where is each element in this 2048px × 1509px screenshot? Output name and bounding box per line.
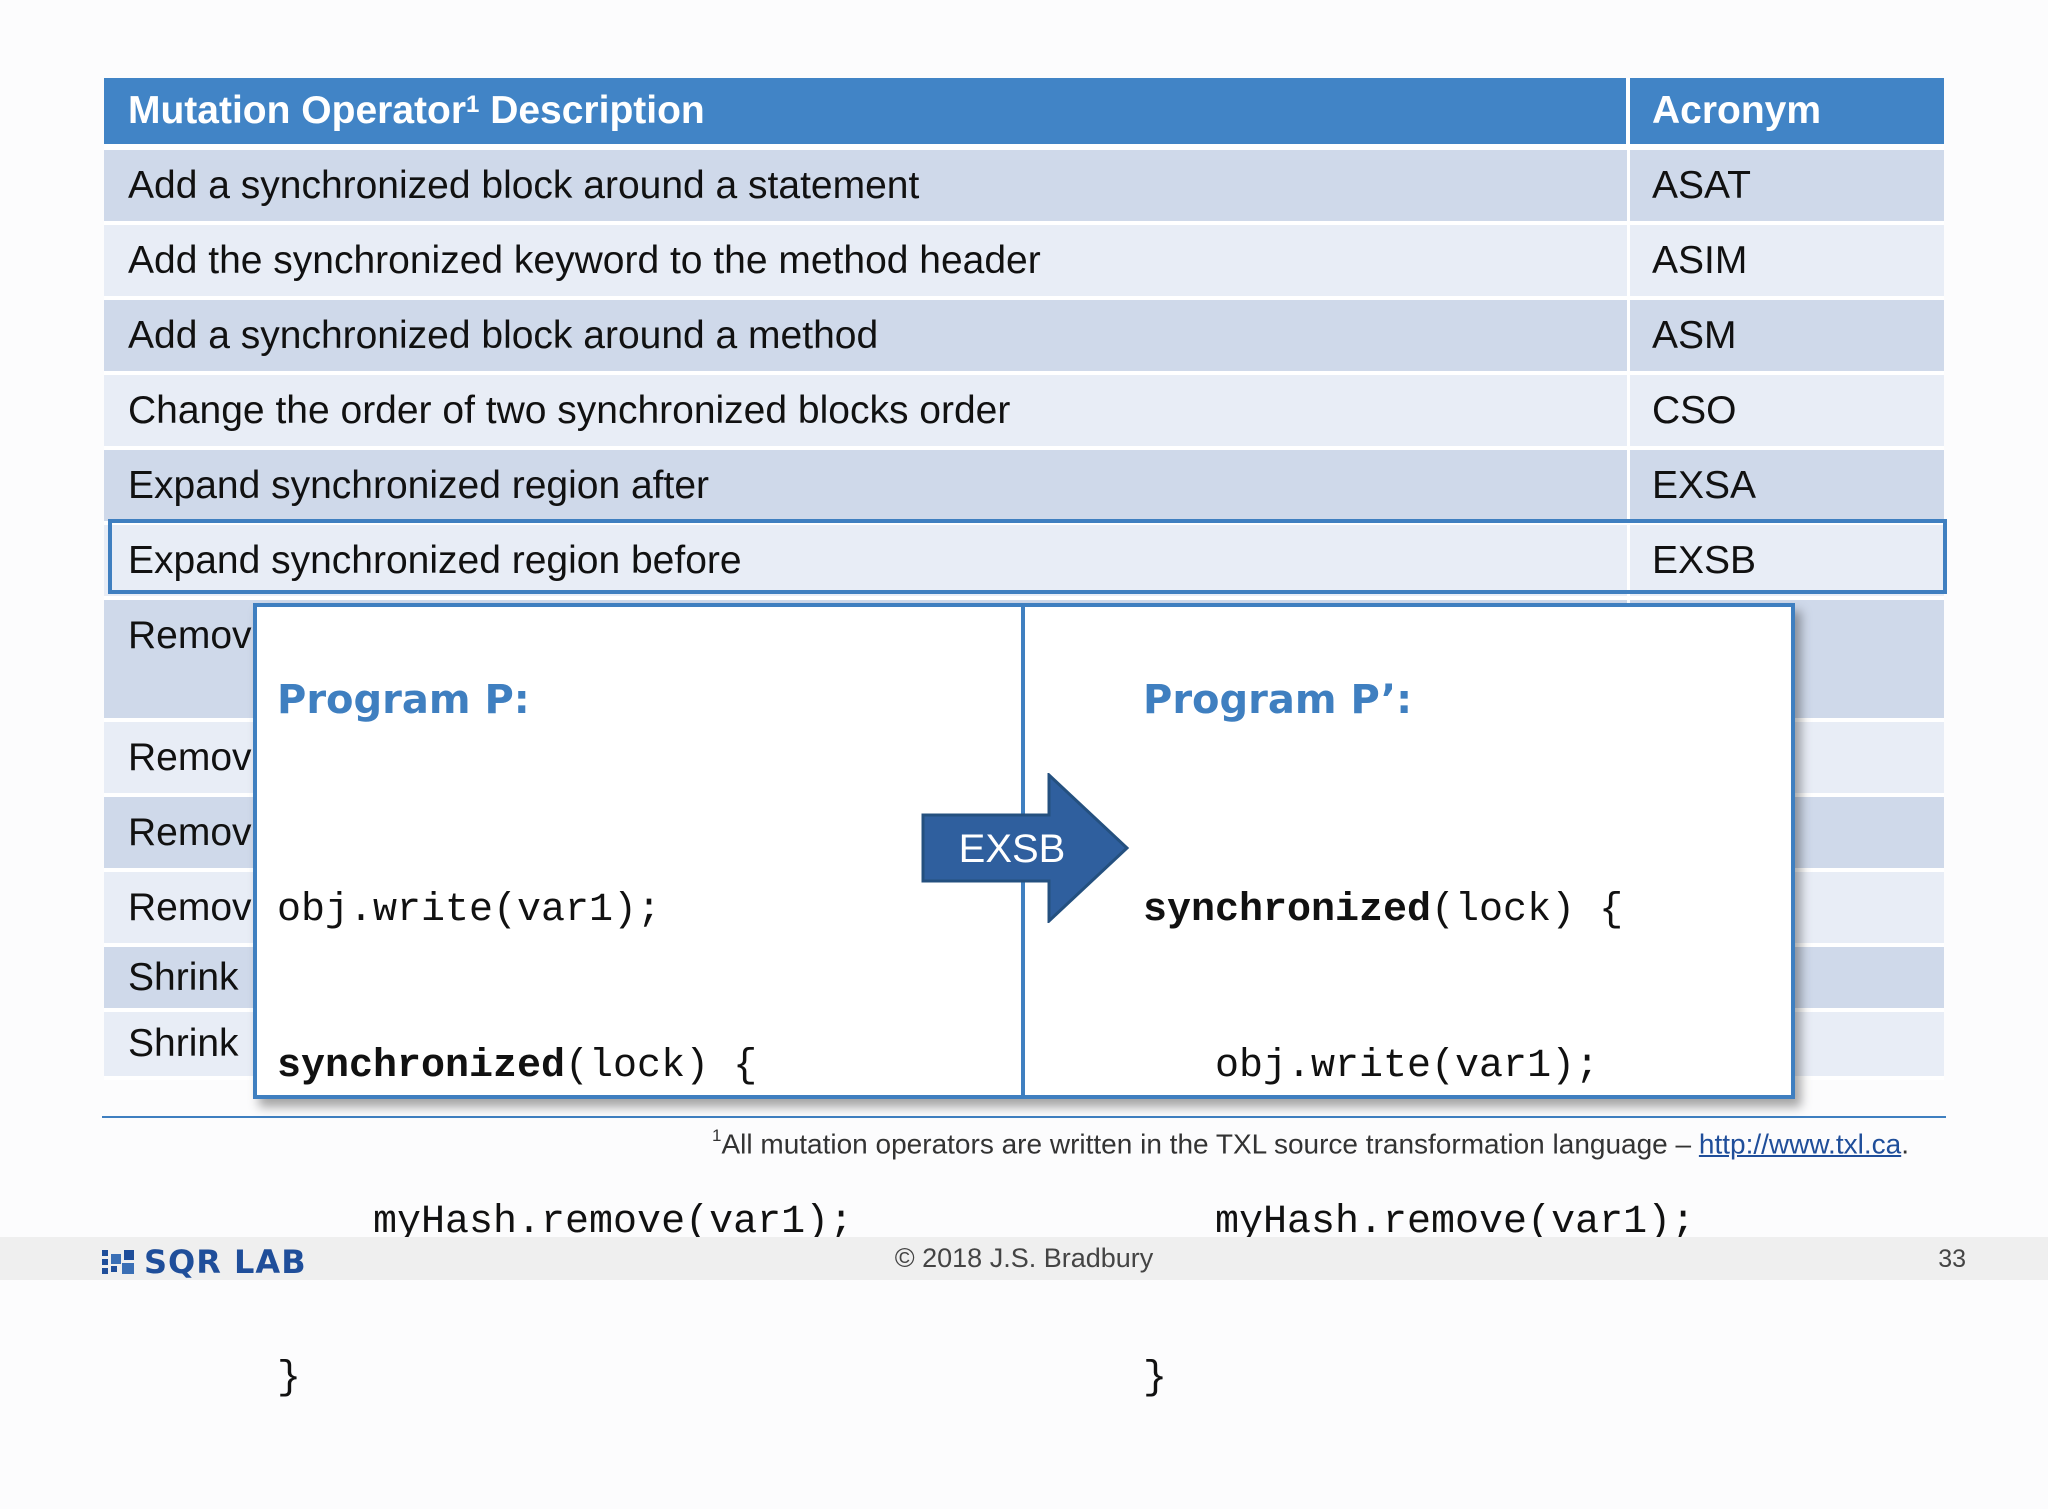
table-row: Expand synchronized region after EXSA <box>104 450 1944 525</box>
operator-description: Add a synchronized block around a statem… <box>104 150 1630 221</box>
acronym-column-header: Acronym <box>1652 89 1822 132</box>
arrow-label: EXSB <box>958 827 1066 871</box>
code-line: obj.write(var1); <box>1143 1044 1600 1089</box>
footnote-divider <box>102 1116 1946 1118</box>
copyright-text: © 2018 J.S. Bradbury <box>894 1243 1154 1273</box>
sqr-lab-logo: SQR LAB <box>102 1243 307 1281</box>
page-number: 33 <box>1938 1245 1966 1273</box>
footnote: 1All mutation operators are written in t… <box>712 1126 1909 1160</box>
operator-description: Shrink <box>104 947 1630 1008</box>
operator-description: Expand synchronized region after <box>104 450 1630 521</box>
code-line: } <box>1143 1356 1168 1401</box>
description-header-suffix: Description <box>479 89 705 132</box>
table-row: Change the order of two synchronized blo… <box>104 375 1944 450</box>
operator-description: Remov <box>104 872 1630 943</box>
code-line: synchronized(lock) { <box>277 1044 758 1089</box>
footnote-end: . <box>1901 1128 1909 1160</box>
operator-acronym: CSO <box>1652 388 1737 432</box>
footnote-text: All mutation operators are written in th… <box>721 1128 1699 1160</box>
program-p-title: Program P: <box>277 677 530 723</box>
program-p-prime-code: synchronized(lock) { obj.write(var1); my… <box>1143 781 1695 1509</box>
sqr-lab-logo-icon <box>102 1250 134 1274</box>
operator-acronym: EXSA <box>1652 463 1757 507</box>
footnote-marker: 1 <box>466 91 480 118</box>
operator-acronym: ASM <box>1652 313 1737 357</box>
operator-description: Add the synchronized keyword to the meth… <box>104 225 1630 296</box>
program-p-panel: Program P: obj.write(var1); synchronized… <box>253 603 1026 1401</box>
operator-acronym: ASAT <box>1652 163 1751 207</box>
table-row: Add the synchronized keyword to the meth… <box>104 225 1944 300</box>
code-line: synchronized(lock) { <box>1143 888 1624 933</box>
slide-footer: SQR LAB © 2018 J.S. Bradbury 33 <box>0 1237 2048 1281</box>
operator-acronym: EXSB <box>1652 538 1757 582</box>
operator-acronym: ASIM <box>1652 238 1748 282</box>
code-line: obj.write(var1); <box>277 888 662 933</box>
transform-arrow-icon <box>921 773 1130 923</box>
table-row: Add a synchronized block around a statem… <box>104 150 1944 225</box>
program-p-prime-title: Program P’: <box>1143 677 1413 723</box>
logo-text: SQR LAB <box>144 1243 307 1281</box>
footnote-marker: 1 <box>712 1126 722 1145</box>
operator-description: Change the order of two synchronized blo… <box>104 375 1630 446</box>
description-header-label: Mutation Operator <box>128 89 466 132</box>
code-line: } <box>277 1356 302 1401</box>
operator-description: Expand synchronized region before <box>104 525 1630 596</box>
exsb-example-callout: Program P: obj.write(var1); synchronized… <box>253 603 1795 1401</box>
table-row-highlighted: Expand synchronized region before EXSB <box>104 525 1944 600</box>
program-p-code: obj.write(var1); synchronized(lock) { my… <box>277 781 853 1509</box>
operator-description: Remov <box>104 797 1630 868</box>
txl-link[interactable]: http://www.txl.ca <box>1698 1128 1902 1160</box>
operator-description: Add a synchronized block around a method <box>104 300 1630 371</box>
operator-description: Remov <box>104 600 1630 718</box>
table-row: Add a synchronized block around a method… <box>104 300 1944 375</box>
program-p-prime-panel: Program P’: synchronized(lock) { obj.wri… <box>1021 603 1795 1401</box>
